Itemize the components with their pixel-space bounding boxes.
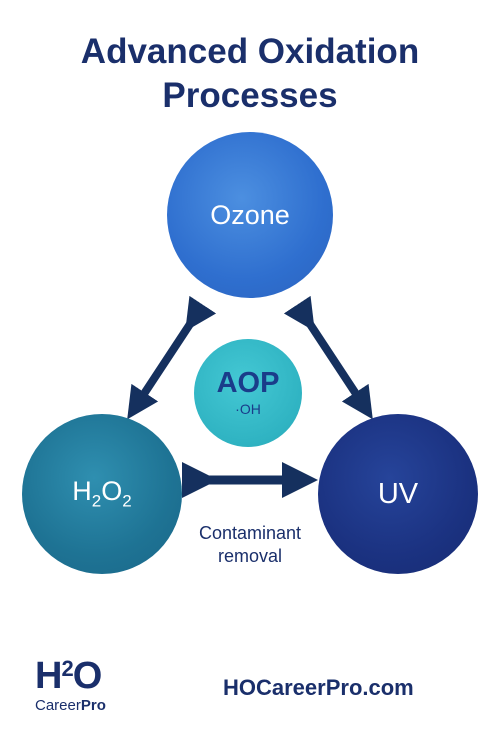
logo-h: H <box>35 655 62 697</box>
h2o2-o: O <box>101 476 123 507</box>
h2o2-sub-2: 2 <box>122 491 132 511</box>
uv-label: UV <box>377 477 419 510</box>
contaminant-removal-caption: Contaminant removal <box>170 522 330 568</box>
ozone-label: Ozone <box>210 199 290 230</box>
h2o2-sub-1: 2 <box>91 491 102 511</box>
uv-node: UV <box>318 414 478 574</box>
logo-text: CareerPro <box>35 697 145 714</box>
logo-career: Career <box>35 697 81 714</box>
hydroxyl-radical-label: ·OH <box>235 401 261 417</box>
h2o2-h: H <box>72 476 92 507</box>
logo-o: O <box>72 655 103 697</box>
logo-sup: 2 <box>61 656 73 681</box>
arrow-ozone-h2o2 <box>127 295 217 420</box>
h2o2-node: H2O2 <box>22 414 182 574</box>
title-line-1: Advanced Oxidation <box>80 32 420 71</box>
caption-line-1: Contaminant <box>198 523 302 543</box>
arrow-ozone-uv <box>283 295 373 420</box>
caption-line-2: removal <box>217 546 283 566</box>
page-title: Advanced Oxidation Processes <box>0 30 500 118</box>
aop-node: AOP ·OH <box>194 339 302 447</box>
title-line-2: Processes <box>162 76 338 115</box>
website-link[interactable]: HOCareerPro.com <box>223 675 414 700</box>
ozone-node: Ozone <box>167 132 333 298</box>
aop-label: AOP <box>216 367 280 399</box>
logo-pro: Pro <box>80 697 106 714</box>
h2o2-label: H2O2 <box>72 476 131 511</box>
